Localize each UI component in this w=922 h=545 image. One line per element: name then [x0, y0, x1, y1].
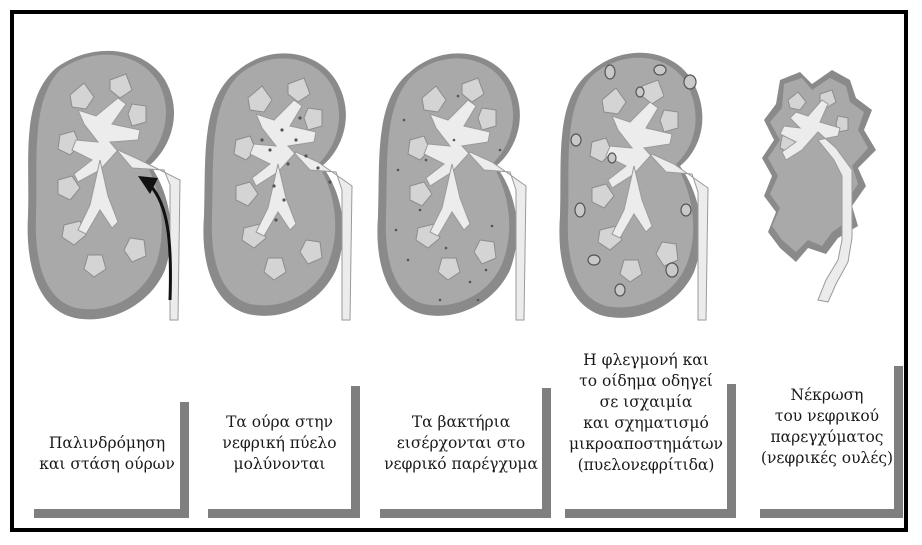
caption-infected-urine: Τα ούρα στην νεφρική πύελο μολύνονται — [208, 412, 351, 475]
kidney-reflux — [28, 51, 180, 320]
caption-reflux: Παλινδρόμηση και στάση ούρων — [34, 433, 180, 475]
caption-necrosis: Νέκρωση του νεφρικού παρεγχύματος (νεφρι… — [760, 385, 894, 469]
kidney-scarred — [762, 70, 876, 302]
caption-inflammation: Η φλεγμονή και το οίδημα οδηγεί σε ισχαι… — [565, 350, 727, 476]
kidney-bacteria-enter — [377, 53, 526, 320]
kidney-microabscesses — [559, 53, 708, 320]
kidney-infected-urine — [203, 53, 352, 320]
caption-bacteria-enter: Τα βακτήρια εισέρχονται στο νεφρικό παρέ… — [380, 412, 542, 475]
